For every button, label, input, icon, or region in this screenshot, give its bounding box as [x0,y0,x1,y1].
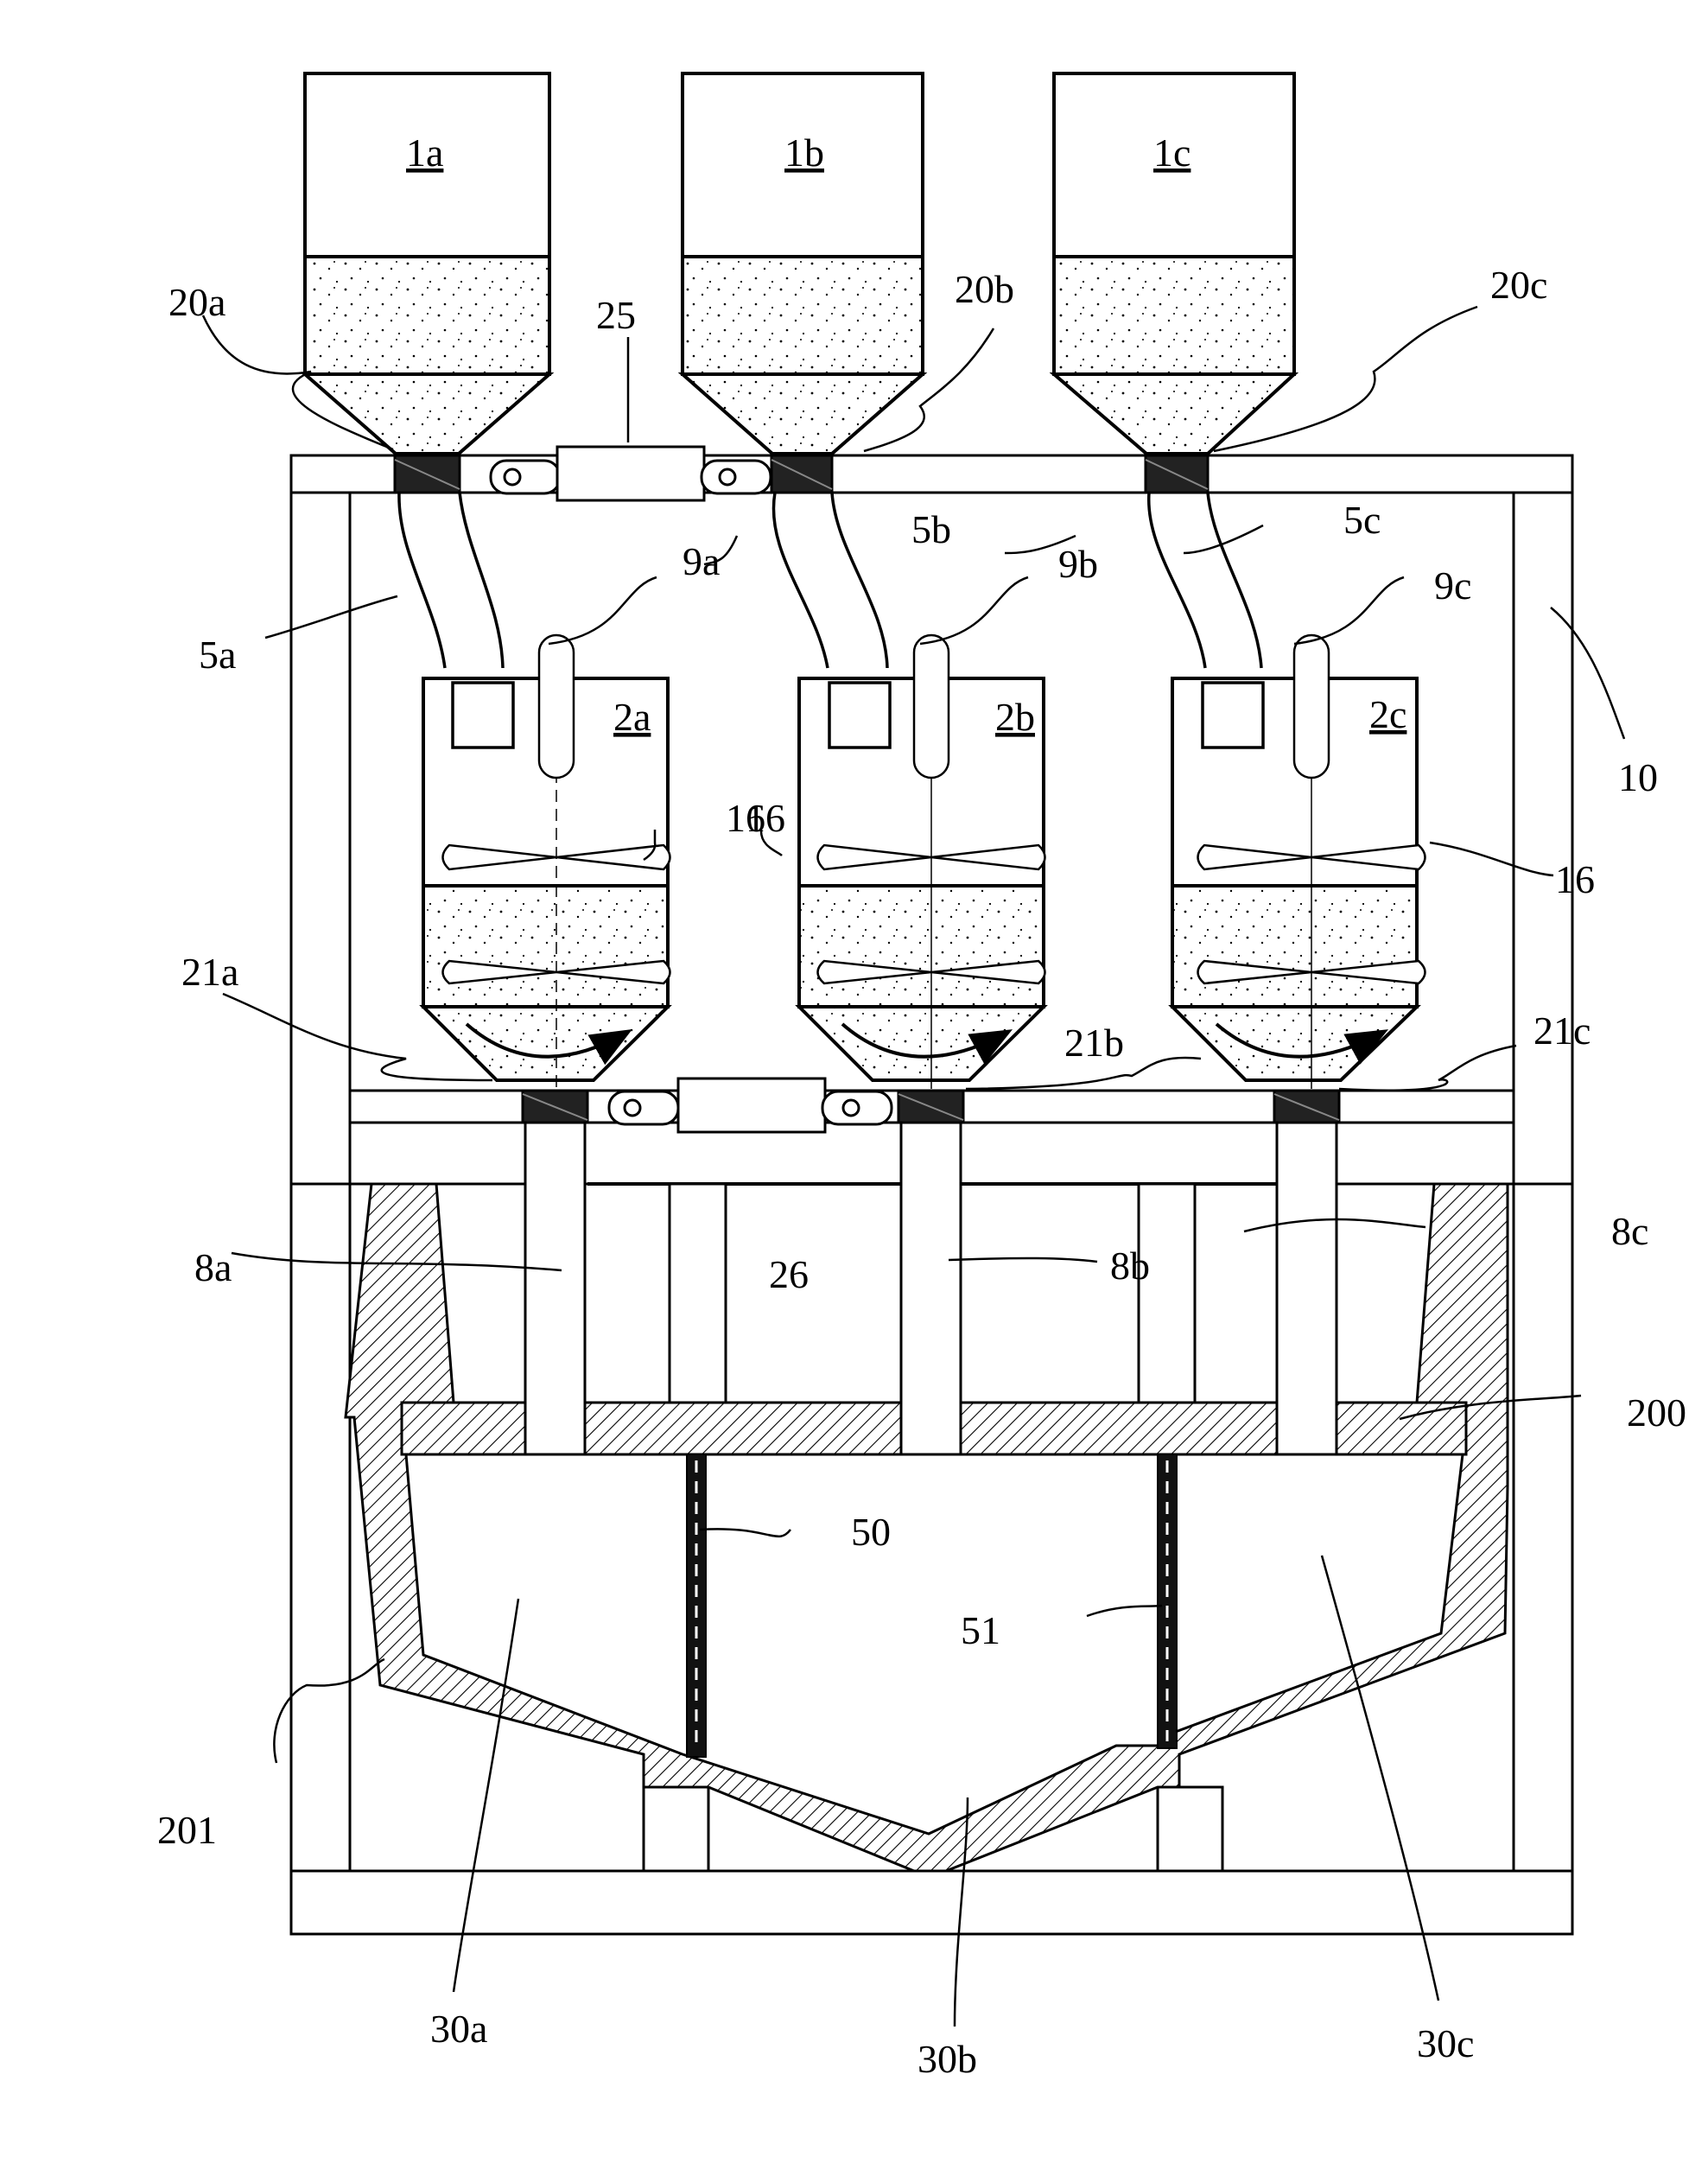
label-hopper-1c: 1c [1153,130,1191,175]
sensor-9b [914,635,949,778]
sensor-9c [1294,635,1329,778]
label-valve-20b: 20b [955,267,1014,311]
label-frame-10: 10 [1618,755,1658,799]
mold-cavity [406,1454,1463,1834]
label-divider-51: 51 [961,1608,1000,1652]
label-chute-5b: 5b [911,507,951,551]
label-mold-201: 201 [157,1808,217,1852]
label-cavity-30b: 30b [917,2037,977,2081]
label-valve-21c: 21c [1533,1008,1591,1053]
label-mold-200: 200 [1627,1390,1686,1435]
label-chute-5a: 5a [199,633,236,677]
label-sensor-9c: 9c [1434,563,1471,608]
label-actuator-25: 25 [596,293,636,337]
label-tank-2c: 2c [1369,692,1406,736]
label-pipe-8a: 8a [194,1245,232,1289]
label-sensor-9b: 9b [1058,542,1098,586]
label-pipe-8b: 8b [1110,1244,1150,1288]
label-cavity-30a: 30a [430,2007,487,2051]
label-valve-21b: 21b [1064,1021,1124,1065]
actuator-26 [609,1078,892,1132]
valve-20b [771,455,832,493]
valve-20c [1146,455,1208,493]
label-hopper-1a: 1a [406,130,443,175]
label-impeller-16-b: 16 [746,796,785,840]
valve-21a [523,1091,587,1123]
sensor-9a [539,635,574,778]
valve-21c [1274,1091,1339,1123]
label-pipe-8c: 8c [1611,1209,1648,1253]
valve-20a [395,455,460,493]
label-divider-50: 50 [851,1510,891,1554]
label-impeller-16-c: 16 [1555,857,1595,901]
label-tank-2b: 2b [995,695,1035,739]
label-cavity-30c: 30c [1417,2021,1474,2065]
label-actuator-26: 26 [769,1252,809,1296]
label-valve-20a: 20a [168,280,225,324]
valve-21b [898,1091,963,1123]
label-chute-5c: 5c [1343,498,1381,542]
label-valve-21a: 21a [181,950,238,994]
label-tank-2a: 2a [613,695,651,739]
label-valve-20c: 20c [1490,263,1547,307]
label-sensor-9a: 9a [683,539,720,583]
label-hopper-1b: 1b [784,130,824,175]
